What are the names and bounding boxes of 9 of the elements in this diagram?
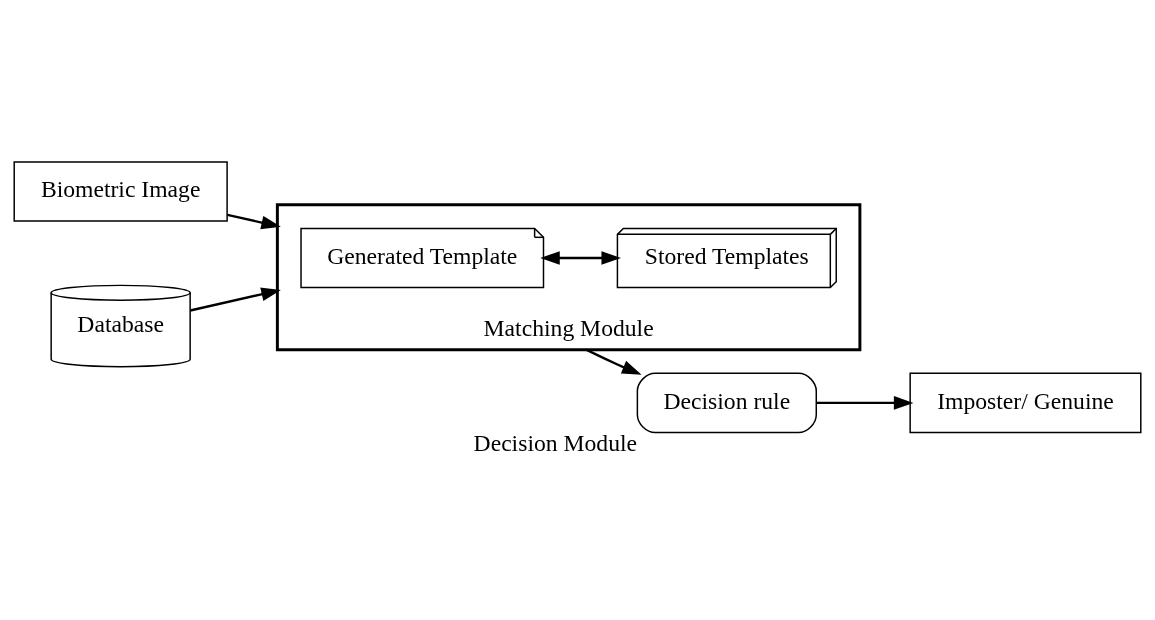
node-box: Decision rule xyxy=(636,372,817,433)
arrow xyxy=(190,287,281,312)
node-label: Decision Module xyxy=(473,429,638,456)
node-box: Imposter/ Genuine xyxy=(909,372,1142,433)
arrow xyxy=(816,395,914,410)
arrow xyxy=(227,213,281,229)
arrow xyxy=(585,348,642,375)
node-box: Biometric Image xyxy=(13,160,228,222)
arrow xyxy=(540,250,621,265)
